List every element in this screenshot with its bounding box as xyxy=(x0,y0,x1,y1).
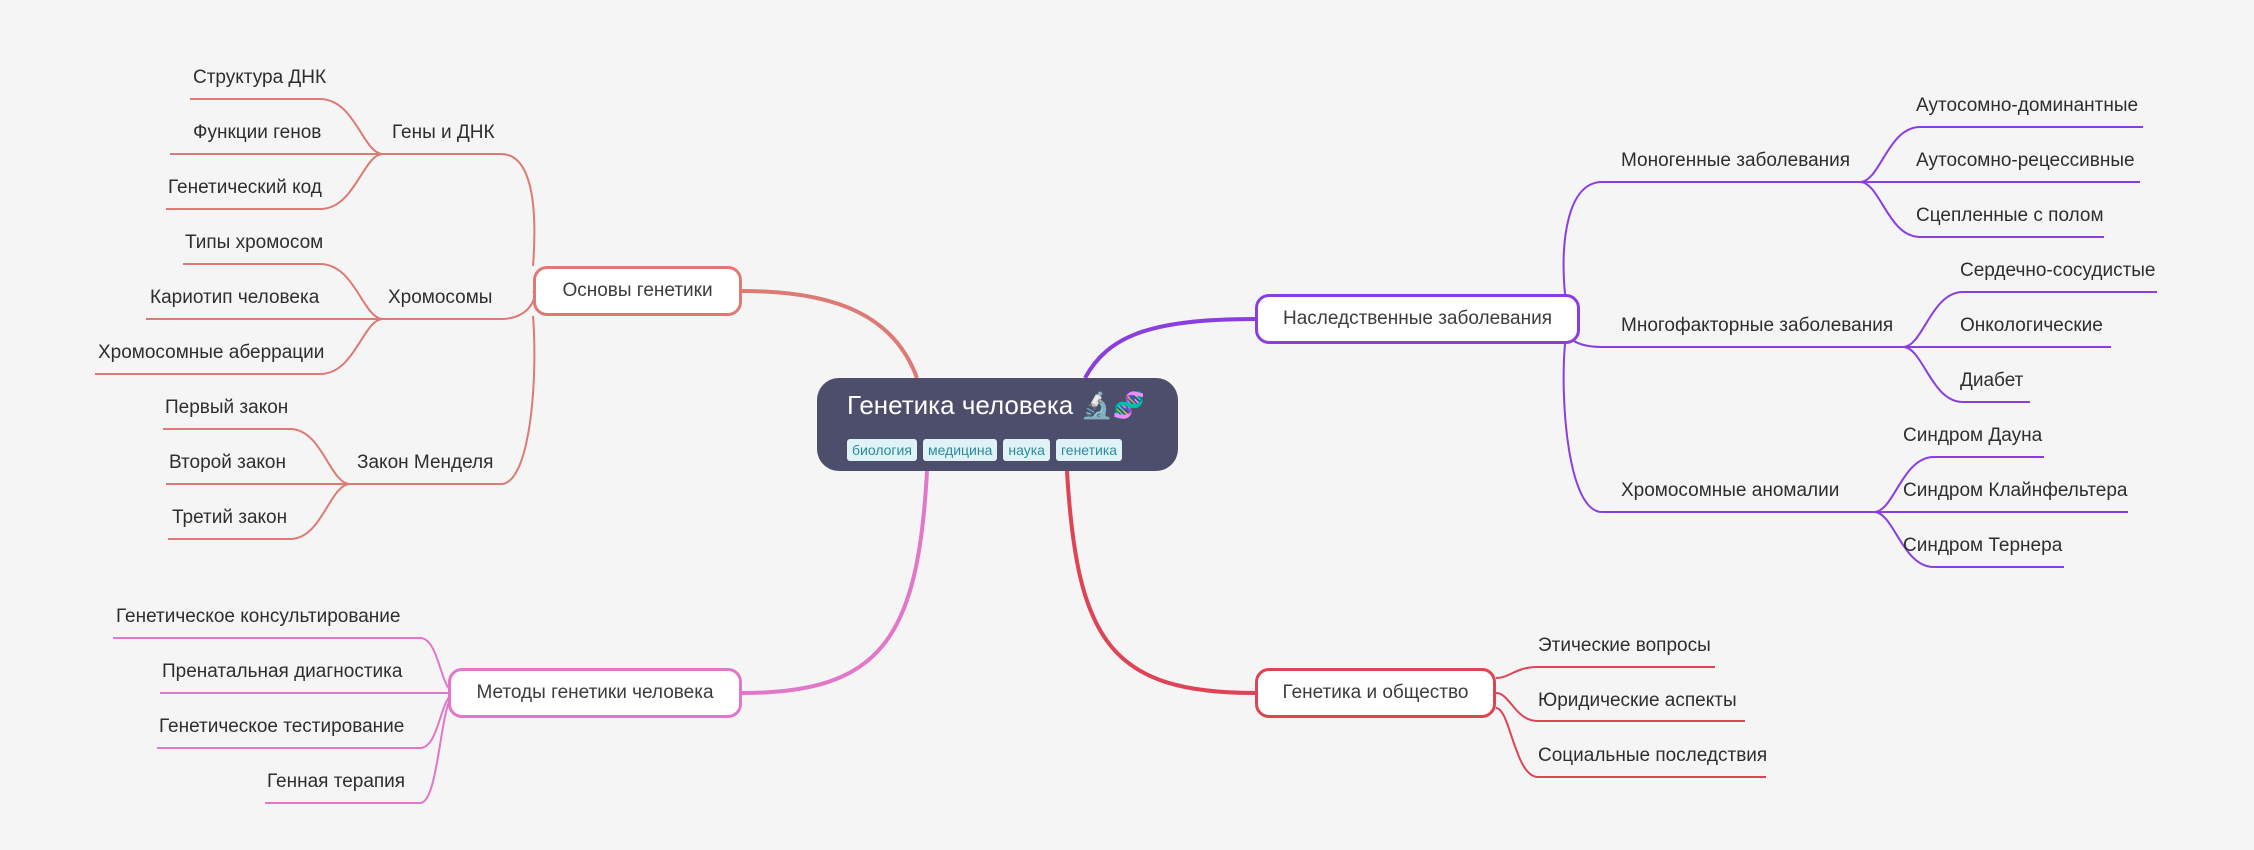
tag-genetika: генетика xyxy=(1055,439,1123,461)
leaf-khromosomnye-aberratsii[interactable]: Хромосомные аберрации xyxy=(98,342,325,363)
connector-root-osnovy xyxy=(741,289,919,379)
leaf-vtoroy-zakon[interactable]: Второй закон xyxy=(169,452,286,473)
tag-biologiya: биология xyxy=(847,439,917,461)
leaf-gennaya-terapiya[interactable]: Генная терапия xyxy=(267,771,406,792)
leaf-serdechno-sosudistye[interactable]: Сердечно-сосудистые xyxy=(1960,260,2156,281)
branch-metody-genetiki[interactable]: Методы генетики человека xyxy=(448,668,742,718)
branch-nasledstvennye-zabolevaniya[interactable]: Наследственные заболевания xyxy=(1255,294,1580,344)
leaf-autosomno-retsessivnye[interactable]: Аутосомно-рецессивные xyxy=(1916,150,2135,171)
leaf-sotsialnye-posledstviya[interactable]: Социальные последствия xyxy=(1538,745,1768,766)
connector-root-metody xyxy=(741,470,929,695)
leaf-tretiy-zakon[interactable]: Третий закон xyxy=(172,507,288,528)
leaf-yuridicheskie-aspekty[interactable]: Юридические аспекты xyxy=(1538,690,1737,711)
leaf-kariotip-cheloveka[interactable]: Кариотип человека xyxy=(150,287,320,308)
leaf-diabet[interactable]: Диабет xyxy=(1960,370,2024,391)
leaf-geneticheskoe-testirovanie[interactable]: Генетическое тестирование xyxy=(159,716,405,737)
leaf-funktsii-genov[interactable]: Функции генов xyxy=(193,122,322,143)
leaf-autosomno-dominantnye[interactable]: Аутосомно-доминантные xyxy=(1916,95,2139,116)
leaf-tipy-khromosom[interactable]: Типы хромосом xyxy=(185,232,324,253)
leaf-prenatalnaya-diagnostika[interactable]: Пренатальная диагностика xyxy=(162,661,403,682)
connectors-obshchestvo xyxy=(1495,666,1766,778)
leaf-geneticheskoe-konsultirovanie[interactable]: Генетическое консультирование xyxy=(116,606,401,627)
node-geny-i-dnk[interactable]: Гены и ДНК xyxy=(392,122,495,143)
connector-root-obshchestvo xyxy=(1065,470,1256,695)
leaf-eticheskie-voprosy[interactable]: Этические вопросы xyxy=(1538,635,1711,656)
leaf-sindrom-ternera[interactable]: Синдром Тернера xyxy=(1903,535,2063,556)
tag-meditsina: медицина xyxy=(922,439,998,461)
node-khromosomnye-anomalii[interactable]: Хромосомные аномалии xyxy=(1621,480,1840,501)
leaf-sindrom-dauna[interactable]: Синдром Дауна xyxy=(1903,425,2043,446)
branch-osnovy-genetiki[interactable]: Основы генетики xyxy=(533,266,742,316)
leaf-pervyy-zakon[interactable]: Первый закон xyxy=(165,397,289,418)
node-zakon-mendelya[interactable]: Закон Менделя xyxy=(357,452,494,473)
leaf-sindrom-klaynfeltera[interactable]: Синдром Клайнфельтера xyxy=(1903,480,2128,501)
root-tags: биология медицина наука генетика xyxy=(847,439,1123,461)
connector-root-nasled xyxy=(1083,317,1256,379)
root-node[interactable]: Генетика человека 🔬🧬 биология медицина н… xyxy=(817,378,1178,471)
leaf-geneticheskiy-kod[interactable]: Генетический код xyxy=(168,177,322,198)
node-mnogofaktornye[interactable]: Многофакторные заболевания xyxy=(1621,315,1894,336)
leaf-struktura-dnk[interactable]: Структура ДНК xyxy=(193,67,327,88)
branch-genetika-i-obshchestvo[interactable]: Генетика и общество xyxy=(1255,668,1496,718)
node-khromosomy[interactable]: Хромосомы xyxy=(388,287,493,308)
leaf-onkologicheskie[interactable]: Онкологические xyxy=(1960,315,2103,336)
tag-nauka: наука xyxy=(1003,439,1050,461)
root-title: Генетика человека 🔬🧬 xyxy=(847,390,1146,420)
node-monogennye[interactable]: Моногенные заболевания xyxy=(1621,150,1851,171)
leaf-stseplennye-s-polom[interactable]: Сцепленные с полом xyxy=(1916,205,2104,226)
